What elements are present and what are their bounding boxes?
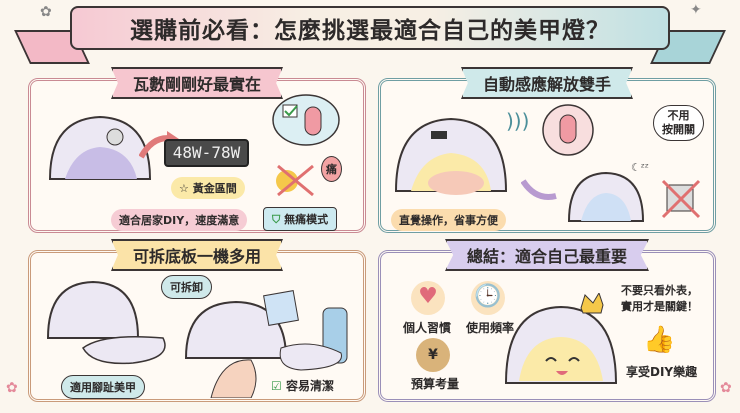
lamp-with-toe bbox=[184, 300, 288, 398]
caption: 直覺操作，省事方便 bbox=[391, 209, 506, 231]
title-banner: 選購前必看：怎麼挑選最適合自己的美甲燈？ bbox=[70, 6, 670, 50]
panel-title: 瓦數剛剛好最實在 bbox=[110, 67, 284, 99]
sleep-icon: ☾ᶻᶻ bbox=[631, 161, 649, 174]
frequency-label: 使用頻率 bbox=[466, 321, 515, 335]
painless-mode-label: 無痛模式 bbox=[284, 213, 329, 226]
sensor-wave-icon: ))) bbox=[506, 109, 530, 133]
heart-icon: ♥ bbox=[411, 281, 445, 315]
panel-title: 可拆底板一機多用 bbox=[110, 239, 284, 271]
habit-label: 個人習慣 bbox=[403, 321, 452, 335]
removable-bubble: 可拆卸 bbox=[161, 275, 212, 299]
enjoy-label: 享受DIY樂趣 bbox=[626, 365, 698, 379]
flower-icon: ✿ bbox=[720, 380, 732, 396]
quote-text: 不要只看外表， 實用才是關鍵！ bbox=[621, 284, 698, 313]
panel-title: 總結：適合自己最重要 bbox=[444, 239, 650, 271]
wattage-display: 48W-78W bbox=[164, 139, 249, 167]
no-switch-bubble: 不用 按開關 bbox=[653, 105, 704, 141]
shield-check-icon: ⛉ bbox=[272, 213, 281, 226]
panel-removable: 可拆底板一機多用 可拆卸 適用腳趾美甲 ☑ 容易清潔 bbox=[28, 239, 366, 402]
easy-clean-label: 容易清潔 bbox=[285, 379, 334, 393]
pain-bubble: 痛 bbox=[321, 156, 342, 182]
nail-thought-cloud bbox=[272, 94, 340, 146]
nail-lamp-illustration bbox=[48, 115, 152, 180]
checkbox-icon: ☑ bbox=[271, 379, 282, 393]
flower-icon: ✿ bbox=[6, 380, 18, 396]
caption: 適合居家DIY，速度滿意 bbox=[111, 209, 248, 231]
cleaning-spray bbox=[263, 290, 348, 371]
star-icon: ☆ bbox=[179, 182, 189, 195]
small-lamp-sleep bbox=[567, 171, 645, 222]
budget-label: 預算考量 bbox=[411, 377, 460, 391]
money-bag-icon: ¥ bbox=[416, 338, 450, 372]
nail-bubble bbox=[542, 104, 594, 156]
panel-sensor: 自動感應解放雙手 ))) ☾ᶻᶻ 不用 按開關 直覺操作，省事方便 bbox=[378, 67, 716, 233]
panel-summary: 總結：適合自己最重要 ♥ 個人習慣 🕒 使用頻率 ¥ 預算考量 不要只看外表， … bbox=[378, 239, 716, 402]
arrow-icon bbox=[521, 179, 557, 200]
nail-lamp-with-hand bbox=[394, 117, 508, 195]
panel-title: 自動感應解放雙手 bbox=[460, 67, 634, 99]
clock-icon: 🕒 bbox=[471, 281, 505, 315]
sparkle-icon: ✦ bbox=[690, 2, 702, 18]
flower-icon: ✿ bbox=[40, 4, 52, 20]
golden-range-label: 黃金區間 bbox=[192, 182, 237, 195]
page-title: 選購前必看：怎麼挑選最適合自己的美甲燈？ bbox=[130, 18, 610, 44]
thumbs-up-icon: 👍 bbox=[643, 325, 676, 355]
lamp-and-base bbox=[46, 280, 166, 365]
no-pain-icon bbox=[276, 164, 314, 197]
crossed-switch-icon bbox=[661, 179, 701, 219]
happy-lamp-crown bbox=[504, 293, 618, 384]
panel-wattage: 瓦數剛剛好最實在 48W-78W ☆ 黃金區間 痛 適合居家DIY，速度滿意 ⛉… bbox=[28, 67, 366, 233]
toe-nail-bubble: 適用腳趾美甲 bbox=[61, 375, 145, 399]
